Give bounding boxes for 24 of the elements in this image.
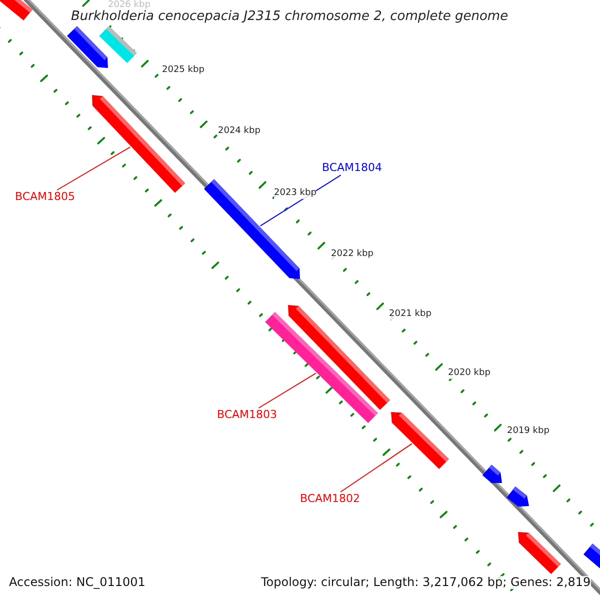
gene-label: BCAM1802 xyxy=(300,493,360,506)
tick-label: 2021 kbp xyxy=(389,310,432,320)
info-text: Accession: NC_011001 xyxy=(9,576,146,590)
tick-label: 2022 kbp xyxy=(331,250,374,260)
gene-feature xyxy=(0,0,32,20)
tick-label: 2019 kbp xyxy=(507,427,550,437)
gene-feature xyxy=(92,95,186,193)
tick-label: 2020 kbp xyxy=(448,369,490,379)
leader-line xyxy=(340,443,412,492)
gene-feature xyxy=(518,532,561,574)
tick-label: 2023 kbp xyxy=(274,189,316,199)
gene-label: BCAM1803 xyxy=(217,409,278,422)
gene-label: BCAM1805 xyxy=(15,191,76,204)
leader-line xyxy=(56,146,131,190)
tick-label: 2024 kbp xyxy=(218,127,260,137)
gene-feature xyxy=(204,179,300,279)
tick-label: 2025 kbp xyxy=(162,66,204,76)
gene-label: BCAM1804 xyxy=(322,162,382,174)
gene-feature xyxy=(482,464,502,484)
gene-feature xyxy=(391,412,449,469)
gene-feature xyxy=(506,486,529,507)
info-text: Topology: circular; Length: 3,217,062 bp; Genes: 2,819 xyxy=(261,576,591,590)
leader-line xyxy=(258,372,316,408)
gene-feature xyxy=(66,26,108,68)
